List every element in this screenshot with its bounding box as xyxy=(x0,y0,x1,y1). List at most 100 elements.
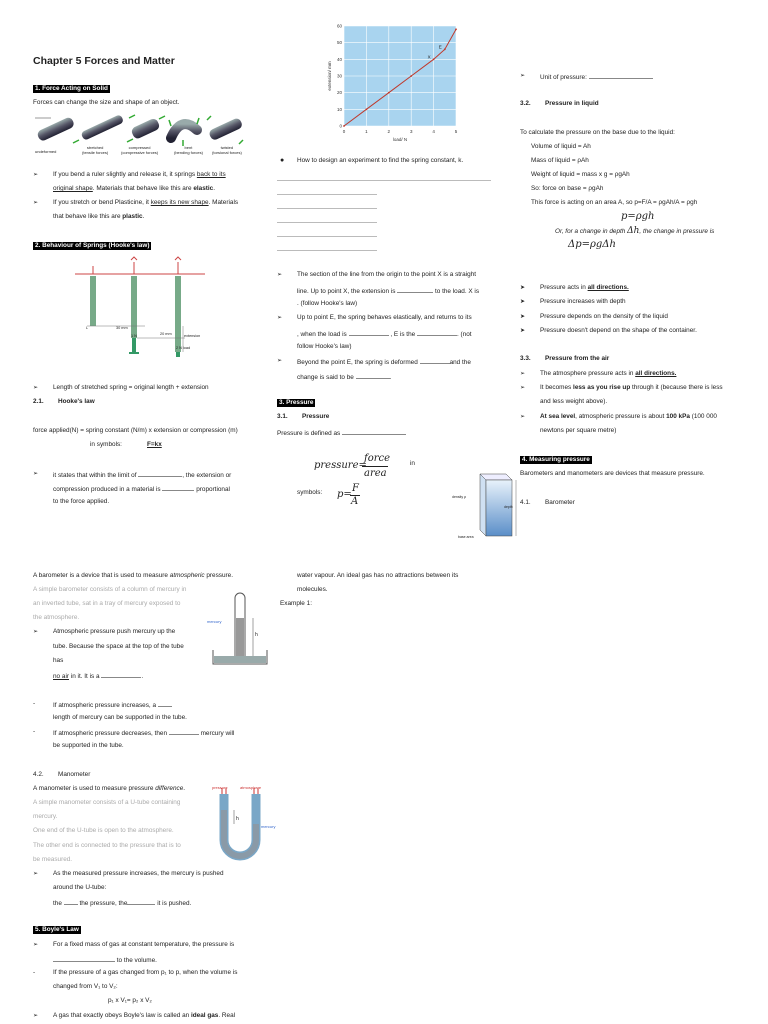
liquid-fact-2: Pressure increases with depth xyxy=(540,298,626,305)
barometer-desc-1: A simple barometer consists of a column … xyxy=(33,586,187,593)
arrow-bullet-icon: ➢ xyxy=(520,73,526,79)
section-heading-measuring-pressure: 4. Measuring pressure xyxy=(520,456,592,464)
manometer-desc-2: mercury. xyxy=(33,813,58,820)
spring-two-newton xyxy=(175,276,181,352)
air-fact-2-cont: and less weight above). xyxy=(540,398,608,405)
rod-bent xyxy=(166,119,202,143)
ideal-gas-note-cont: water vapour. An ideal gas has no attrac… xyxy=(297,572,459,579)
arrow-bullet-icon: ➤ xyxy=(520,314,526,320)
graph-note-1-cont2: . (follow Hooke's law) xyxy=(297,300,358,307)
ideal-gas-note: A gas that exactly obeys Boyle's law is … xyxy=(53,1012,236,1019)
boyles-law-equation: p₁ x V₁= p₂ x V₂ xyxy=(108,997,152,1004)
rod-twisted xyxy=(209,118,242,140)
pressure-sub-number: 3.1. xyxy=(277,413,288,420)
box-label-base-area: base area xyxy=(458,535,474,539)
measuring-pressure-intro: Barometers and manometers are devices th… xyxy=(520,470,705,477)
y-axis-label: extension/ mm xyxy=(327,61,332,91)
answer-line xyxy=(277,236,377,237)
annotation-e: E xyxy=(439,44,442,49)
elastic-bullet-cont: original shape. Materials that behave li… xyxy=(53,185,216,192)
liquid-fact-1: Pressure acts in all directions. xyxy=(540,284,629,291)
force-intro: Forces can change the size and shape of … xyxy=(33,99,180,106)
arrow-bullet-icon: ➢ xyxy=(33,942,39,948)
x-axis-label: load/ N xyxy=(393,137,407,142)
y-tick-label: 40 xyxy=(337,57,343,62)
arrow-bullet-icon: ➢ xyxy=(277,315,283,321)
x-tick-label: 4 xyxy=(432,129,435,134)
dash-icon: - xyxy=(33,700,36,707)
section-heading-force-solid: 1. Force Acting on Solid xyxy=(33,85,110,93)
derivation-line-2: Mass of liquid = ρAh xyxy=(531,157,589,164)
rod-label-compressed: compressed (compressive forces) xyxy=(121,145,159,155)
example-1-label: Example 1: xyxy=(280,600,312,607)
pressure-symbol-lhs: p= xyxy=(337,489,352,500)
arrow-bullet-icon: ➢ xyxy=(520,385,526,391)
section-heading-boyles-law: 5. Boyle's Law xyxy=(33,926,81,934)
chapter-title: Chapter 5 Forces and Matter xyxy=(33,55,175,67)
manometer-label-atmosphere: atmosphere xyxy=(240,785,262,790)
liquid-pressure-heading: Pressure in liquid xyxy=(545,100,599,107)
box-label-depth: depth xyxy=(504,505,513,509)
arrow-bullet-icon: ➢ xyxy=(520,414,526,420)
pressure-equation-lhs: pressure= xyxy=(314,460,367,471)
pressure-sub-heading: Pressure xyxy=(302,413,330,420)
limit-bullet-cont: compression produced in a material is pr… xyxy=(53,486,230,493)
arrow-bullet-icon: ➢ xyxy=(520,371,526,377)
pressure-definition: Pressure is defined as xyxy=(277,428,407,438)
derivation-line-4: So: force on base = ρgAh xyxy=(531,185,604,192)
data-point xyxy=(455,28,457,31)
derivation-line-1: Volume of liquid = Ah xyxy=(531,143,591,150)
manometer-label-pressure: pressure xyxy=(212,785,228,790)
arrow-bullet-icon: ➢ xyxy=(33,629,39,635)
data-point xyxy=(410,75,413,77)
y-tick-label: 10 xyxy=(337,107,343,112)
arrow-bullet-icon: ➢ xyxy=(277,358,283,364)
section-heading-springs: 2. Behaviour of Springs (Hooke's law) xyxy=(33,242,152,250)
y-tick-label: 50 xyxy=(337,40,343,45)
arrow-bullet-icon: ➤ xyxy=(520,299,526,305)
spring-label-extension: extension xyxy=(184,334,201,338)
boyles-law-statement: For a fixed mass of gas at constant temp… xyxy=(53,941,235,948)
arrow-bullet-icon: ➢ xyxy=(33,471,39,477)
answer-line xyxy=(277,208,377,209)
barometer-bullet-cont2: has xyxy=(53,657,64,664)
hookes-law-symbol: F=kx xyxy=(147,441,162,448)
air-fact-3: At sea level, atmospheric pressure is ab… xyxy=(540,413,717,420)
rod-stretched xyxy=(81,115,123,140)
symbols-label: symbols: xyxy=(297,489,323,496)
spring-label-30mm: 30 mm xyxy=(116,326,128,330)
ideal-gas-note-cont2: molecules. xyxy=(297,586,328,593)
barometer-bullet: Atmospheric pressure push mercury up the xyxy=(53,628,176,635)
limit-bullet: it states that within the limit of , the… xyxy=(53,472,232,479)
box-label-density: density ρ xyxy=(452,495,467,499)
depth-change-text: Or, for a change in depth Δh, the change… xyxy=(555,226,715,236)
boyles-law-change-cont: changed from V₁ to V₂: xyxy=(53,983,118,990)
derivation-line-3: Weight of liquid = mass x g = ρgAh xyxy=(531,171,630,178)
graph-note-1: The section of the line from the origin … xyxy=(297,271,477,278)
hookes-law-number: 2.1. xyxy=(33,398,44,405)
liquid-column-figure xyxy=(479,473,517,537)
barometer-heading: Barometer xyxy=(545,499,575,506)
boyles-law-change: If the pressure of a gas changed from p₁… xyxy=(53,969,238,976)
x-tick-label: 2 xyxy=(388,129,391,134)
liquid-pressure-intro: To calculate the pressure on the base du… xyxy=(520,129,675,136)
pressure-equation-denominator: area xyxy=(364,468,387,479)
annotation-x: X xyxy=(428,54,431,59)
symbols-label: in symbols: xyxy=(90,441,122,448)
spring-label-20mm: 20 mm xyxy=(160,332,172,336)
rod-compressed xyxy=(131,118,160,139)
data-point xyxy=(387,91,390,94)
tension-arrows xyxy=(72,114,136,144)
rod-label-twisted: twisted (torsional forces) xyxy=(212,145,242,155)
manometer-definition: A manometer is used to measure pressure … xyxy=(33,785,186,792)
spring-label-l: L xyxy=(86,326,89,330)
barometer-figure xyxy=(212,592,268,665)
manometer-bullet-cont2: the the pressure, the it is pushed. xyxy=(53,900,192,907)
manometer-desc-4: The other end is connected to the pressu… xyxy=(33,842,181,849)
manometer-number: 4.2. xyxy=(33,771,44,778)
graph-note-3: Beyond the point E, the spring is deform… xyxy=(297,359,471,366)
spring-unloaded xyxy=(90,276,96,326)
pressure-increase-note-cont: length of mercury can be supported in th… xyxy=(53,714,187,721)
manometer-bullet: As the measured pressure increases, the … xyxy=(53,870,224,877)
